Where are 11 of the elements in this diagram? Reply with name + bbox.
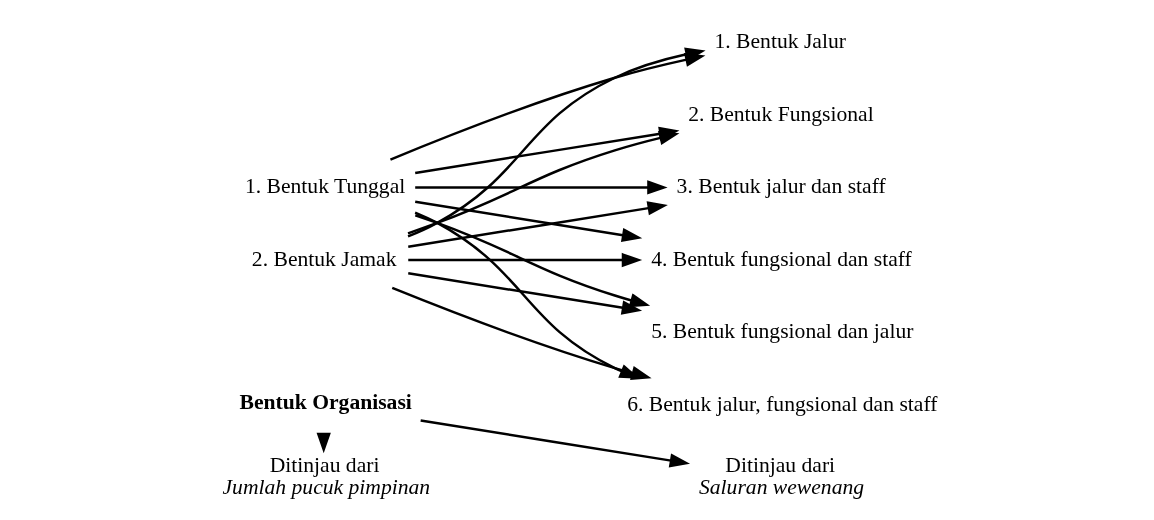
node-text: 3. Bentuk jalur dan staff xyxy=(676,174,886,199)
node-text: Ditinjau dari Jumlah pucuk pimpinan xyxy=(222,452,431,499)
node-text: 5. Bentuk fungsional dan jalur xyxy=(651,319,914,344)
node-text: 4. Bentuk fungsional dan staff xyxy=(651,246,912,271)
node-text: 1. Bentuk Jalur xyxy=(714,28,846,53)
node-text: 2. Bentuk Jamak xyxy=(251,246,397,271)
node-text: 2. Bentuk Fungsional xyxy=(688,101,874,126)
node-text: 6. Bentuk jalur, fungsional dan staff xyxy=(627,391,938,416)
node-text: Bentuk Organisasi xyxy=(239,390,412,415)
node-text: 1. Bentuk Tunggal xyxy=(244,174,406,199)
node-text: Ditinjau dari Saluran wewenang xyxy=(699,452,865,499)
